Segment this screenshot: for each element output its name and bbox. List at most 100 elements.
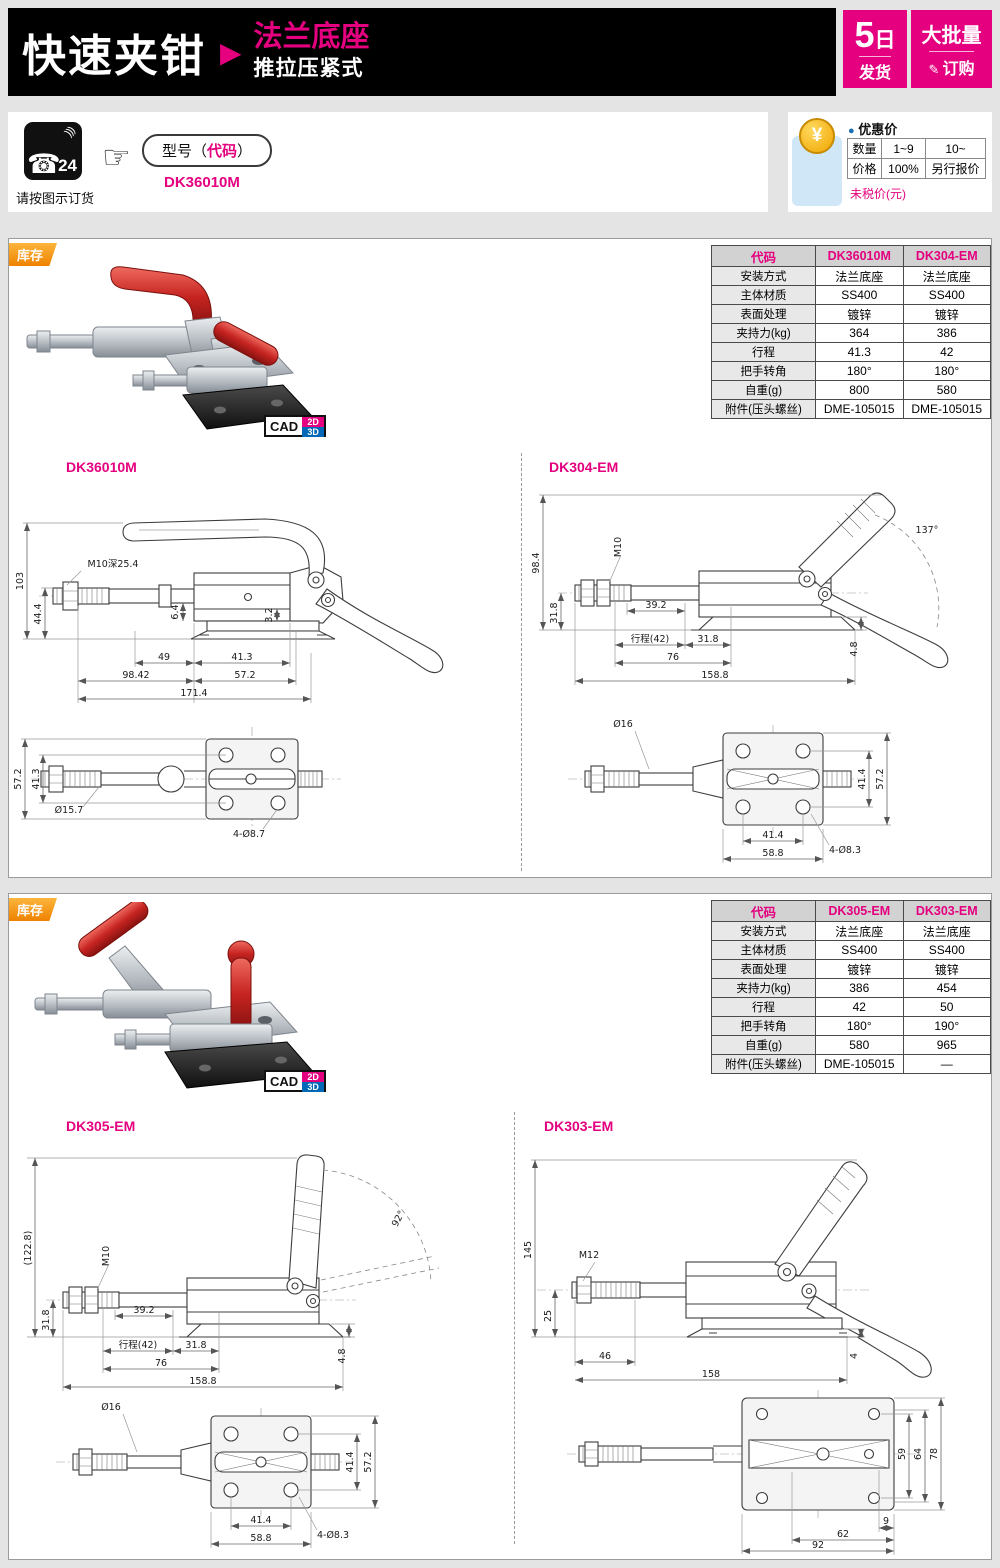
row-value: 180° bbox=[902, 361, 991, 381]
spec-header-code: 代码 bbox=[711, 245, 816, 267]
product-section-2: 库存 bbox=[8, 893, 992, 1560]
plan-dimensions: Ø16 41.4 57.2 41.4 4-Ø8.3 58.8 bbox=[101, 1402, 379, 1548]
row-value: 800 bbox=[815, 380, 904, 400]
dim-label: 3.2 bbox=[264, 607, 275, 622]
dim-label: 41.3 bbox=[231, 652, 252, 663]
table-row: 表面处理镀锌镀锌 bbox=[711, 959, 991, 979]
row-value: 41.3 bbox=[815, 342, 904, 362]
model-code: DK36010M bbox=[164, 174, 240, 191]
dim-label: 57.2 bbox=[875, 768, 886, 789]
row-label: 表面处理 bbox=[711, 959, 816, 979]
dim-label: 41.4 bbox=[345, 1451, 356, 1472]
bulk-badge-line1: 大批量 bbox=[921, 25, 982, 47]
bulk-order-badge: 大批量 ✎订购 bbox=[911, 10, 992, 88]
dim-label: 49 bbox=[158, 652, 170, 663]
row-value: 50 bbox=[902, 997, 991, 1017]
row-value: 镀锌 bbox=[902, 304, 991, 324]
spec-header-code: 代码 bbox=[711, 900, 816, 922]
row-value: 另行报价 bbox=[925, 158, 986, 179]
dim-label: 92 bbox=[812, 1540, 824, 1551]
row-value: 法兰底座 bbox=[815, 266, 904, 286]
row-value: SS400 bbox=[815, 285, 904, 305]
row-value: 190° bbox=[902, 1016, 991, 1036]
dim-label: 62 bbox=[837, 1529, 849, 1540]
ship-badge-line2: 发货 bbox=[858, 56, 891, 83]
cad-3d-tag: 3D bbox=[302, 1082, 325, 1092]
drawing-dk304em: 98.4 31.8 M10 39.2 行程(42) 31.8 76 158.8 … bbox=[531, 492, 949, 863]
dim-label: 57.2 bbox=[13, 768, 24, 789]
dim-label: 158.8 bbox=[189, 1376, 216, 1387]
dim-label: 6.4 bbox=[170, 604, 181, 619]
dim-label: 31.8 bbox=[549, 602, 560, 623]
row-label: 夹持力(kg) bbox=[711, 978, 816, 998]
dim-label: 58.8 bbox=[250, 1533, 271, 1544]
row-value: DME-105015 bbox=[815, 1054, 904, 1074]
dim-label: 57.2 bbox=[234, 670, 255, 681]
dim-label: 78 bbox=[929, 1448, 940, 1460]
side-dimensions: 98.4 31.8 M10 39.2 行程(42) 31.8 76 158.8 … bbox=[531, 494, 938, 685]
dim-label: 31.8 bbox=[185, 1340, 206, 1351]
dim-label: 4-Ø8.7 bbox=[233, 829, 265, 840]
signal-waves-icon: ))) bbox=[62, 125, 78, 139]
dim-label: 44.4 bbox=[33, 603, 44, 624]
row-label: 表面处理 bbox=[711, 304, 816, 324]
dim-label: 171.4 bbox=[180, 688, 207, 699]
dim-label: 41.4 bbox=[762, 830, 783, 841]
row-label: 附件(压头螺丝) bbox=[711, 1054, 816, 1074]
dim-label: 行程(42) bbox=[631, 633, 670, 645]
dim-label: 76 bbox=[155, 1358, 167, 1369]
drawing-divider bbox=[514, 1112, 515, 1544]
cad-badge[interactable]: CAD 2D 3D bbox=[264, 415, 327, 437]
row-value: 42 bbox=[902, 342, 991, 362]
row-value: DME-105015 bbox=[815, 399, 904, 419]
order-instruction: 请按图示订货 bbox=[16, 191, 95, 206]
row-value: SS400 bbox=[902, 940, 991, 960]
row-label: 数量 bbox=[847, 138, 882, 159]
side-dimensions: 145 M12 25 46 158 4 bbox=[523, 1159, 865, 1384]
dim-label: 59 bbox=[897, 1448, 908, 1460]
spec-header-model-1: DK36010M bbox=[815, 245, 904, 267]
cad-badge[interactable]: CAD 2D 3D bbox=[264, 1070, 327, 1092]
row-label: 把手转角 bbox=[711, 361, 816, 381]
dim-label: 103 bbox=[15, 572, 26, 590]
side-dimensions: 103 44.4 M10深25.4 6.4 3.2 49 41.3 98.42 … bbox=[15, 522, 312, 703]
dim-label: 4 bbox=[849, 1353, 860, 1359]
dim-label: 31.8 bbox=[697, 634, 718, 645]
page-header: 快速夹钳 ▶ 法兰底座 推拉压紧式 bbox=[8, 8, 836, 96]
dim-label: 57.2 bbox=[363, 1451, 374, 1472]
dim-label: 41.4 bbox=[250, 1515, 271, 1526]
dim-label: 158.8 bbox=[701, 670, 728, 681]
dim-label: M12 bbox=[579, 1250, 599, 1261]
row-value: 364 bbox=[815, 323, 904, 343]
dim-label: 4.8 bbox=[337, 1348, 348, 1363]
dim-label: 76 bbox=[667, 652, 679, 663]
row-value: 580 bbox=[902, 380, 991, 400]
discount-price-title: ● 优惠价 bbox=[848, 122, 898, 137]
row-value: 10~ bbox=[925, 138, 986, 159]
cad-label: CAD bbox=[270, 418, 299, 434]
row-value: 法兰底座 bbox=[902, 921, 991, 941]
row-label: 主体材质 bbox=[711, 940, 816, 960]
dim-label: 31.8 bbox=[41, 1309, 52, 1330]
row-label: 自重(g) bbox=[711, 1035, 816, 1055]
row-label: 行程 bbox=[711, 342, 816, 362]
order-pencil-icon: ✎ bbox=[928, 62, 940, 77]
table-row: 表面处理镀锌镀锌 bbox=[711, 304, 991, 324]
bulk-badge-line2: ✎订购 bbox=[928, 51, 975, 79]
row-label: 安装方式 bbox=[711, 921, 816, 941]
plan-dimensions: Ø16 41.4 57.2 41.4 4-Ø8.3 58.8 bbox=[613, 719, 891, 863]
side-view bbox=[46, 1154, 440, 1338]
cad-2d-tag: 2D bbox=[302, 1072, 325, 1082]
phone-24-label: 24 bbox=[58, 156, 77, 175]
plan-view bbox=[568, 725, 868, 833]
table-row: 附件(压头螺丝)DME-105015— bbox=[711, 1054, 991, 1074]
dim-label: 64 bbox=[913, 1448, 924, 1460]
dim-label: 58.8 bbox=[762, 848, 783, 859]
